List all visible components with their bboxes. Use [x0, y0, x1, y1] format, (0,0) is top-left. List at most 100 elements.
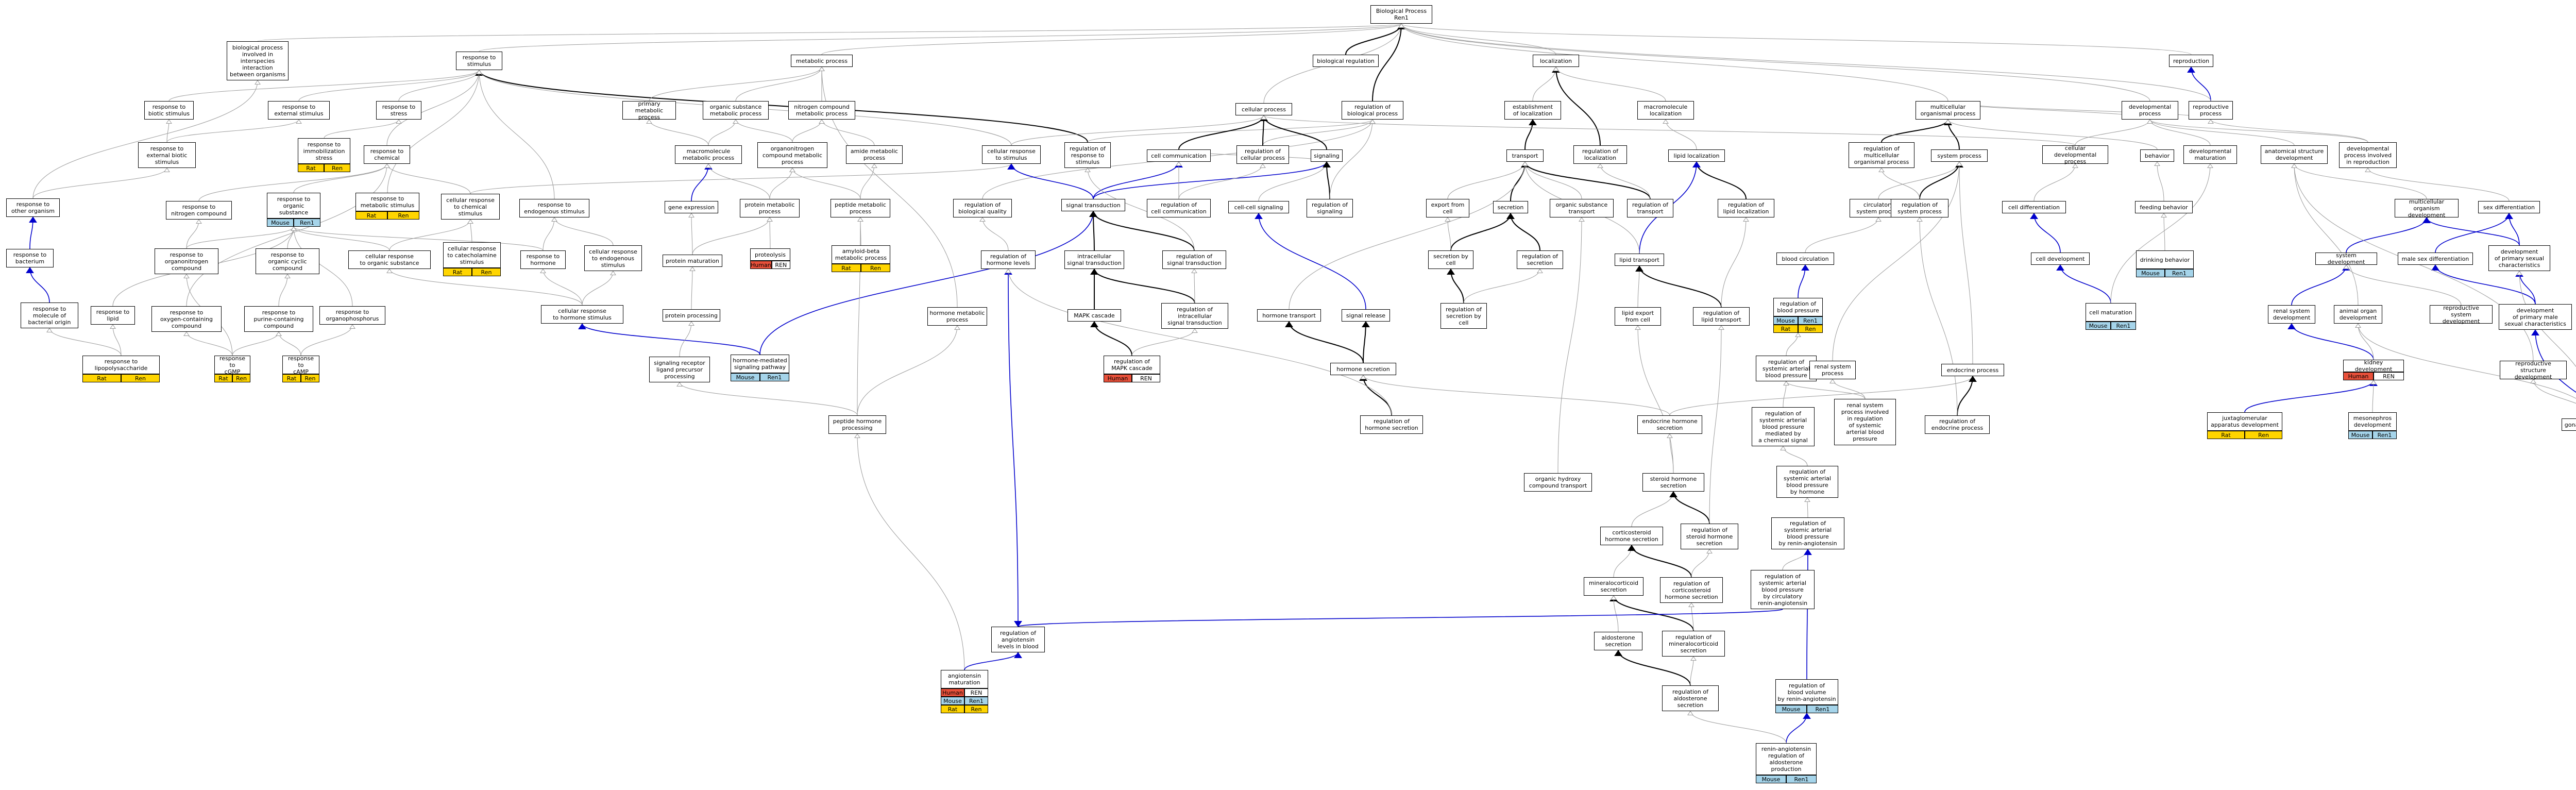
term-node-cell-diff[interactable]: cell differentiation [2002, 201, 2066, 213]
term-node-cell-dev[interactable]: cell development [2031, 253, 2090, 265]
term-node-reg-lipid-trans[interactable]: regulation of lipid transport [1693, 307, 1750, 326]
term-node-renin-aldo[interactable]: renin-angiotensin regulation of aldoster… [1756, 743, 1817, 775]
term-node-cell-resp-organic[interactable]: cellular response to organic substance [348, 250, 431, 269]
term-node-reg-bp[interactable]: regulation of blood pressure [1773, 298, 1823, 316]
term-node-cell-cell-sig[interactable]: cell-cell signaling [1228, 201, 1289, 213]
term-node-reg-secretion[interactable]: regulation of secretion [1517, 250, 1563, 269]
term-node-resp-organic[interactable]: response to organic substance [267, 193, 320, 218]
term-node-reg-signal-trans[interactable]: regulation of signal transduction [1162, 250, 1226, 269]
term-node-transport[interactable]: transport [1506, 149, 1544, 162]
term-node-male-sex-diff[interactable]: male sex differentiation [2398, 253, 2473, 265]
term-node-protein-met[interactable]: protein metabolic process [740, 199, 800, 217]
term-node-reg-bp-hormone[interactable]: regulation of systemic arterial blood pr… [1776, 466, 1838, 498]
term-node-organic-hydroxy[interactable]: organic hydroxy compound transport [1524, 473, 1592, 492]
term-node-reg-cortico[interactable]: regulation of corticosteroid hormone sec… [1660, 577, 1723, 603]
term-node-angiotensin[interactable]: angiotensin maturation [941, 670, 988, 688]
term-node-gonad-dev[interactable]: gonad development [2562, 418, 2576, 431]
term-node-intracell-sig[interactable]: intracellular signal transduction [1064, 250, 1124, 269]
term-node-steroid-sec[interactable]: steroid hormone secretion [1642, 473, 1704, 492]
term-node-reg-steroid-sec[interactable]: regulation of steroid hormone secretion [1681, 524, 1738, 549]
term-node-resp-mol-bact[interactable]: response to molecule of bacterial origin [21, 302, 78, 328]
term-node-reg-bp-chem[interactable]: regulation of systemic arterial blood pr… [1752, 407, 1815, 446]
term-node-lipid-loc[interactable]: lipid localization [1668, 149, 1725, 162]
term-node-dev-proc[interactable]: developmental process [2122, 101, 2178, 120]
term-node-hormone-met[interactable]: hormone metabolic process [927, 307, 987, 326]
term-node-resp-ext-biotic[interactable]: response to external biotic stimulus [138, 142, 196, 168]
term-node-cell-resp-endog[interactable]: cellular response to endogenous stimulus [584, 245, 642, 271]
term-node-gene-expr[interactable]: gene expression [665, 201, 718, 213]
term-node-lipid-export[interactable]: lipid export from cell [1615, 307, 1661, 326]
term-node-signaling[interactable]: signaling [1311, 149, 1343, 162]
term-node-resp-biotic[interactable]: response to biotic stimulus [144, 101, 194, 120]
term-node-primary-met[interactable]: primary metabolic process [622, 100, 676, 121]
term-node-lipid-transport[interactable]: lipid transport [1615, 254, 1664, 266]
term-node-aldosterone[interactable]: aldosterone secretion [1594, 632, 1642, 650]
term-node-protein-mat[interactable]: protein maturation [663, 255, 722, 267]
term-node-reg-mapk[interactable]: regulation of MAPK cascade [1104, 356, 1160, 374]
term-node-repro-sys-dev[interactable]: reproductive system development [2430, 305, 2493, 325]
term-node-resp-chemical[interactable]: response to chemical [364, 145, 410, 164]
term-node-cell-resp-stim[interactable]: cellular response to stimulus [982, 145, 1041, 164]
term-node-resp-camp[interactable]: response to cAMP [282, 355, 319, 375]
term-node-drinking[interactable]: drinking behavior [2136, 250, 2194, 269]
term-node-secretion[interactable]: secretion [1493, 201, 1528, 213]
term-node-reg-lipid-loc[interactable]: regulation of lipid localization [1718, 199, 1774, 217]
term-node-renal-reg-bp[interactable]: renal system process involved in regulat… [1834, 399, 1896, 445]
term-node-renal-system[interactable]: renal system process [1809, 361, 1856, 379]
term-node-resp-metabolic[interactable]: response to metabolic stimulus [355, 193, 419, 211]
term-node-resp-external[interactable]: response to external stimulus [268, 101, 330, 120]
term-node-org-subst-trans[interactable]: organic substance transport [1550, 199, 1614, 217]
term-node-org-subst-met[interactable]: organic substance metabolic process [703, 101, 769, 120]
term-node-resp-endog[interactable]: response to endogenous stimulus [519, 199, 589, 217]
term-node-reg-cellular[interactable]: regulation of cellular process [1236, 145, 1289, 164]
term-node-resp-immob[interactable]: response to immobilization stress [298, 138, 350, 164]
term-node-cell-resp-catecho[interactable]: cellular response to catecholamine stimu… [443, 242, 501, 268]
term-node-resp-bacterium[interactable]: response to bacterium [6, 249, 54, 267]
term-node-proteolysis[interactable]: proteolysis [750, 248, 790, 261]
term-node-resp-oxygen[interactable]: response to oxygen-containing compound [151, 306, 222, 332]
term-node-behavior[interactable]: behavior [2140, 149, 2174, 162]
term-node-reg-mineralo[interactable]: regulation of mineralocorticoid secretio… [1662, 631, 1725, 657]
term-node-reg-intracell[interactable]: regulation of intracellular signal trans… [1161, 303, 1228, 329]
term-node-endocrine-hormone[interactable]: endocrine hormone secretion [1637, 415, 1702, 434]
term-node-resp-lps[interactable]: response to lipopolysaccharide [82, 356, 160, 374]
term-node-animal-organ[interactable]: animal organ development [2334, 305, 2382, 324]
term-node-macromol-loc[interactable]: macromolecule localization [1637, 101, 1694, 120]
term-node-corticosteroid-sec[interactable]: corticosteroid hormone secretion [1600, 527, 1663, 545]
term-node-peptide-met[interactable]: peptide metabolic process [831, 199, 890, 217]
term-node-multiorg[interactable]: biological process involved in interspec… [227, 41, 289, 80]
term-node-reg-bio-quality[interactable]: regulation of biological quality [953, 199, 1012, 217]
term-node-feeding[interactable]: feeding behavior [2135, 201, 2193, 213]
term-node-cellular[interactable]: cellular process [1235, 103, 1292, 115]
term-node-sig-receptor[interactable]: signaling receptor ligand precursor proc… [649, 357, 710, 382]
term-node-export-cell[interactable]: export from cell [1426, 199, 1469, 217]
term-node-dev-primary-sex[interactable]: development of primary sexual characteri… [2488, 245, 2550, 271]
term-node-juxtaglomerular[interactable]: juxtaglomerular apparatus development [2207, 412, 2282, 431]
term-node-reg-bp-circ[interactable]: regulation of systemic arterial blood pr… [1751, 570, 1815, 609]
term-node-resp-nitrogen[interactable]: response to nitrogen compound [166, 201, 232, 220]
term-node-resp-other-org[interactable]: response to other organism [6, 198, 60, 217]
term-node-kidney-dev[interactable]: kidney development [2343, 359, 2404, 373]
term-node-system-dev[interactable]: system development [2315, 252, 2377, 265]
term-node-cell-resp-chem[interactable]: cellular response to chemical stimulus [441, 194, 500, 220]
term-node-repro-struct[interactable]: reproductive structure development [2500, 360, 2567, 380]
term-node-reg-cell-comm[interactable]: regulation of cell communication [1147, 199, 1211, 217]
term-node-anat-struct[interactable]: anatomical structure development [2261, 145, 2328, 164]
term-node-system-proc[interactable]: system process [1931, 149, 1988, 162]
term-node-reg-signaling[interactable]: regulation of signaling [1307, 199, 1353, 217]
term-node-bioreg[interactable]: biological regulation [1313, 55, 1379, 67]
term-node-sex-diff[interactable]: sex differentiation [2478, 201, 2540, 213]
term-node-localization[interactable]: localization [1533, 55, 1579, 67]
term-node-resp-hormone[interactable]: response to hormone [520, 250, 566, 269]
term-node-reg-multicell[interactable]: regulation of multicellular organismal p… [1849, 142, 1914, 168]
term-node-cell-maturation[interactable]: cell maturation [2086, 303, 2136, 322]
term-node-resp-organic-cyclic[interactable]: response to organic cyclic compound [256, 248, 319, 274]
term-node-bp[interactable]: Biological Process Ren1 [1370, 5, 1432, 24]
term-node-resp-organophos[interactable]: response to organophosphorus [319, 306, 385, 325]
term-node-dev-primary-male[interactable]: development of primary male sexual chara… [2499, 304, 2572, 330]
term-node-multicell[interactable]: multicellular organismal process [1916, 101, 1980, 120]
term-node-dev-repro[interactable]: developmental process involved in reprod… [2339, 142, 2397, 168]
term-node-repro-proc[interactable]: reproductive process [2189, 101, 2233, 120]
term-node-signal-release[interactable]: signal release [1342, 309, 1390, 322]
term-node-blood-circ[interactable]: blood circulation [1776, 253, 1834, 265]
